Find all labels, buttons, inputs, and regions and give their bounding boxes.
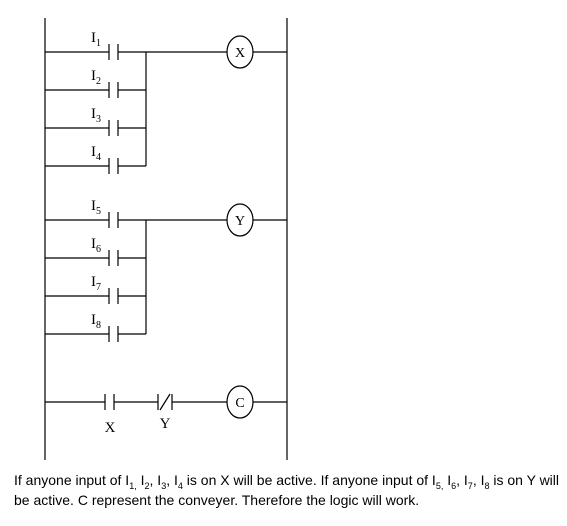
contact-y-label: Y xyxy=(160,416,171,432)
no-contact-x xyxy=(104,394,115,410)
coil-y-label: Y xyxy=(235,214,245,229)
caption-subscript: 2 xyxy=(144,480,150,491)
caption-subscript: 7 xyxy=(467,480,473,491)
caption-subscript: 3 xyxy=(161,480,167,491)
caption-text: If anyone input of I1, I2, I3, I4 is on … xyxy=(14,470,559,510)
input-label-i6: I6 xyxy=(91,236,101,255)
input-label-i4: I4 xyxy=(91,144,101,163)
caption-part: , I xyxy=(166,472,178,488)
caption-part: , I xyxy=(472,472,485,488)
caption-subscript: 5, xyxy=(435,480,444,491)
contact-x-label: X xyxy=(105,420,116,436)
input-label-i7: I7 xyxy=(91,274,101,293)
nc-contact-y xyxy=(157,393,173,411)
caption-part: is on X will be active. If anyone input … xyxy=(182,472,436,488)
no-contact-rung-y-3 xyxy=(108,326,119,342)
caption-subscript: 4 xyxy=(177,480,183,491)
no-contact-rung-x-2 xyxy=(108,120,119,136)
no-contact-rung-y-0 xyxy=(108,212,119,228)
no-contact-rung-y-1 xyxy=(108,250,119,266)
caption-part: I xyxy=(136,472,145,488)
caption-part: , I xyxy=(456,472,468,488)
caption-subscript: 1, xyxy=(129,480,137,491)
caption-part: , I xyxy=(149,472,162,488)
caption-part: is on Y will be active. C represent the … xyxy=(14,472,560,508)
no-contact-rung-x-3 xyxy=(108,158,119,174)
input-label-i3: I3 xyxy=(91,106,101,125)
coil-x-label: X xyxy=(235,46,245,61)
caption-part: If anyone input of I xyxy=(14,472,130,488)
no-contact-rung-y-2 xyxy=(108,288,119,304)
caption-part: I xyxy=(443,472,452,488)
nc-slash xyxy=(159,393,171,411)
no-contact-rung-x-0 xyxy=(108,44,119,60)
input-label-i5: I5 xyxy=(91,198,101,217)
input-label-i2: I2 xyxy=(91,68,101,87)
caption-subscript: 6 xyxy=(451,480,457,491)
no-contact-rung-x-1 xyxy=(108,82,119,98)
input-label-i1: I1 xyxy=(91,30,101,49)
input-label-i8: I8 xyxy=(91,312,101,331)
coil-c-label: C xyxy=(235,396,244,411)
caption-subscript: 8 xyxy=(484,480,490,491)
